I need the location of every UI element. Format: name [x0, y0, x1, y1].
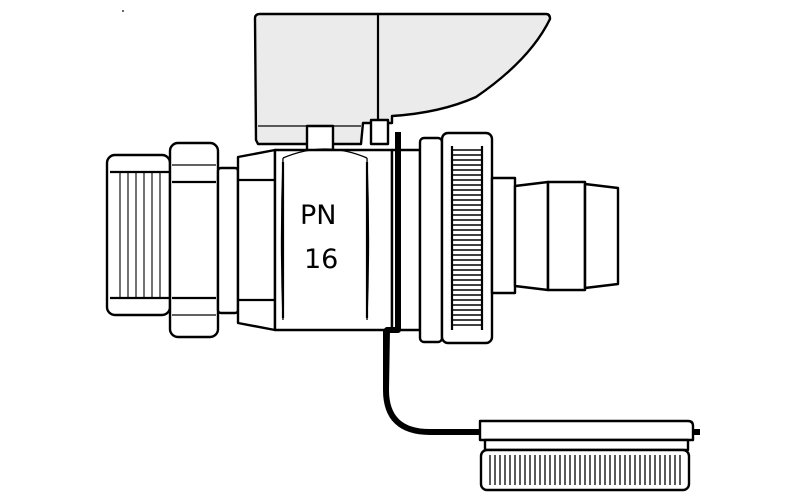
- lever-handle: [253, 12, 552, 146]
- cap-knurling: [489, 455, 681, 485]
- collar: [216, 166, 240, 315]
- male-thread-end: [105, 153, 172, 317]
- valve-body: PN 16: [236, 148, 394, 332]
- cap-tether: [383, 132, 700, 435]
- dust-cap: [478, 419, 695, 492]
- pressure-label: PN: [300, 200, 336, 231]
- thread-ribs: [119, 172, 161, 298]
- hose-barb: [490, 176, 620, 295]
- speck: [122, 10, 124, 12]
- knurling: [450, 146, 484, 330]
- hex-nut: [168, 141, 220, 339]
- union-nut: [390, 131, 494, 345]
- rating-label: 16: [304, 244, 338, 275]
